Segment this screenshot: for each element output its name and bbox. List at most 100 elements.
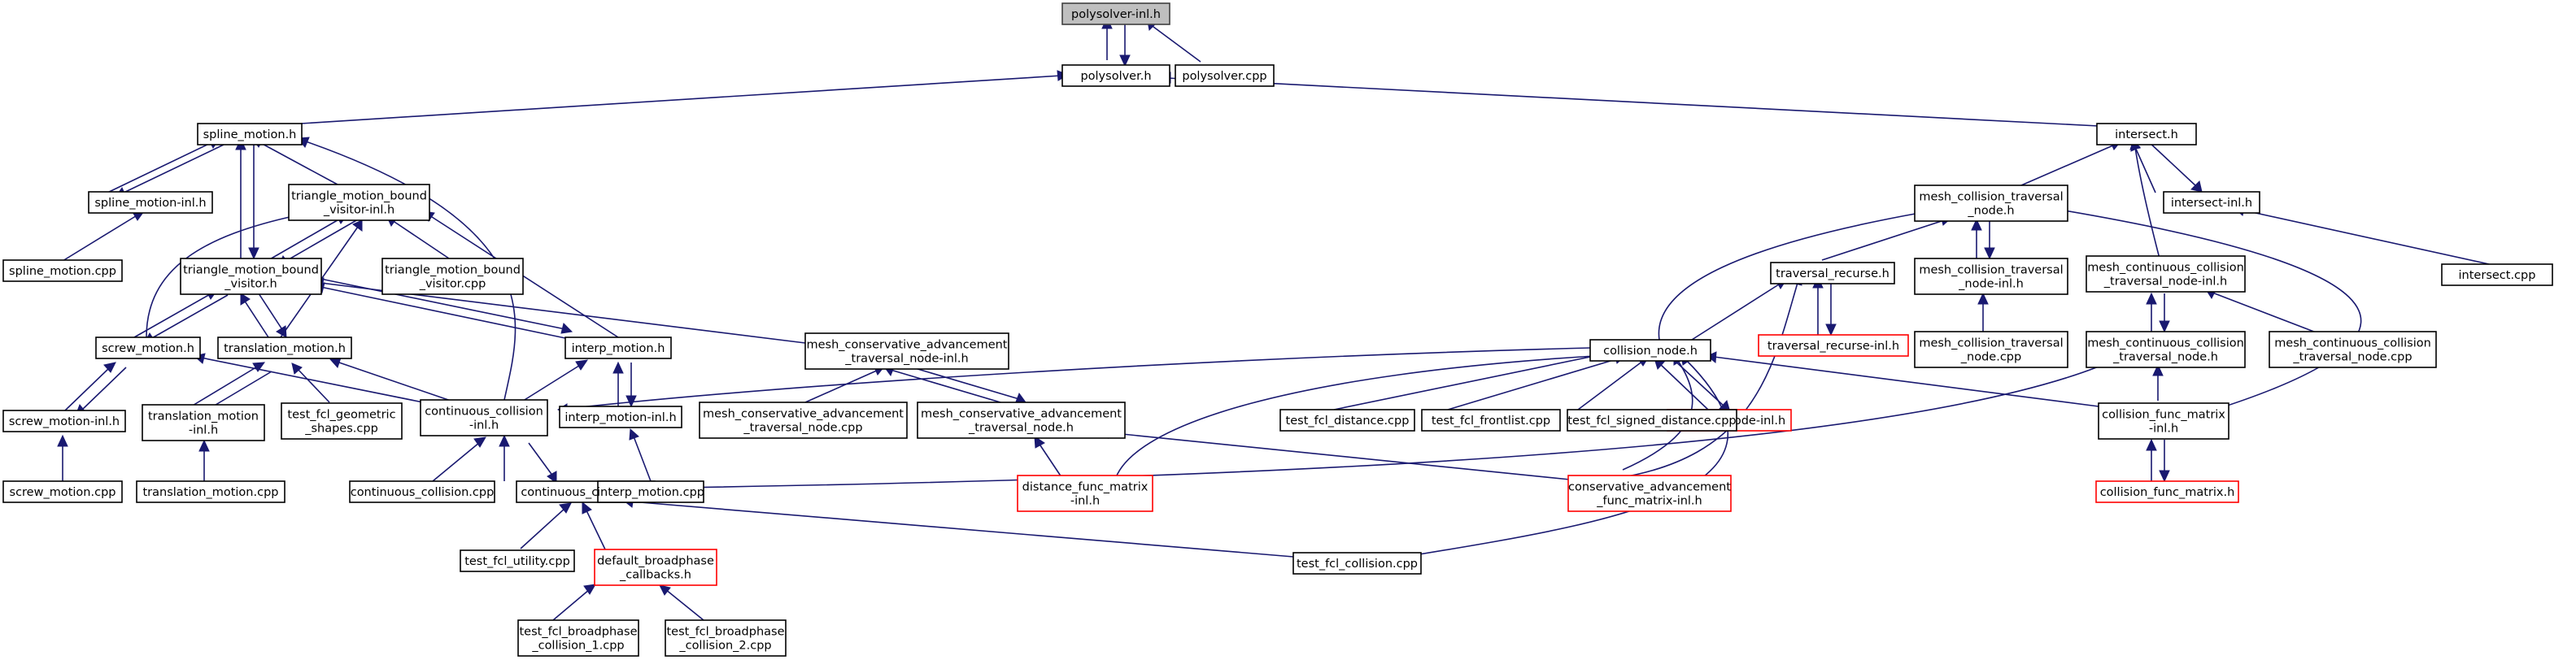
node-intersect-inl-h[interactable]: intersect-inl.h	[2163, 191, 2260, 214]
node-triangle-motion-bound-visitor-inl-h[interactable]: triangle_motion_bound_visitor-inl.h	[288, 184, 430, 221]
edge-spline-cpp-to-spline-inl	[62, 211, 146, 262]
node-label: polysolver-inl.h	[1071, 8, 1161, 21]
node-box	[665, 619, 787, 657]
edge-util-to-cc	[520, 502, 572, 549]
edge-tmbv-to-spline	[235, 137, 246, 258]
edge-tmbv-to-screw	[144, 294, 229, 343]
edge-sd-to-cn	[1577, 356, 1650, 410]
node-spline-motion-cpp[interactable]: spline_motion.cpp	[2, 259, 123, 282]
edge-isect-cpp-to-isect-inl	[2234, 204, 2490, 265]
node-label: triangle_motion_bound	[385, 264, 521, 277]
node-box	[281, 402, 403, 440]
node-test-fcl-signed-distance-cpp[interactable]: test_fcl_signed_distance.cpp	[1567, 409, 1737, 432]
node-polysolver-inl-h[interactable]: polysolver-inl.h	[1061, 2, 1170, 25]
node-intersect-h[interactable]: intersect.h	[2096, 123, 2197, 145]
node-translation-motion-cpp[interactable]: translation_motion.cpp	[136, 480, 285, 503]
node-polysolver-h[interactable]: polysolver.h	[1061, 64, 1170, 87]
node-mesh-continuous-collision-traversal-node-h[interactable]: mesh_continuous_collision_traversal_node…	[2086, 331, 2246, 368]
node-interp-motion-h[interactable]: interp_motion.h	[564, 337, 672, 359]
edge-mcctn-to-mcctn-inl	[2146, 292, 2157, 332]
node-continuous-collision-cpp[interactable]: continuous_collision.cpp	[349, 480, 495, 503]
node-label: interp_motion-inl.h	[564, 411, 676, 424]
node-test-fcl-broadphase-collision-2-cpp[interactable]: test_fcl_broadphase_collision_2.cpp	[665, 619, 787, 657]
node-spline-motion-inl-h[interactable]: spline_motion-inl.h	[88, 191, 213, 214]
node-label: _node.cpp	[1960, 351, 2021, 364]
node-collision-func-matrix-inl-h[interactable]: collision_func_matrix-inl.h	[2098, 402, 2229, 440]
node-label: _node-inl.h	[1958, 278, 2024, 291]
node-traversal-recurse-h[interactable]: traversal_recurse.h	[1770, 262, 1895, 284]
node-test-fcl-collision-cpp[interactable]: test_fcl_collision.cpp	[1292, 552, 1422, 575]
node-box	[559, 406, 682, 428]
node-label: -inl.h	[2149, 423, 2178, 436]
node-label: collision_func_matrix	[2102, 409, 2225, 422]
node-default-broadphase-callbacks-h[interactable]: default_broadphase_callbacks.h	[594, 549, 717, 586]
node-box	[1175, 64, 1275, 87]
node-label: mesh_collision_traversal	[1919, 337, 2063, 350]
edge-cc-inl-to-screw	[193, 353, 444, 407]
node-triangle-motion-bound-visitor-cpp[interactable]: triangle_motion_bound_visitor.cpp	[381, 258, 524, 295]
node-label: _traversal_node.h	[2112, 351, 2218, 364]
node-test-fcl-frontlist-cpp[interactable]: test_fcl_frontlist.cpp	[1421, 409, 1561, 432]
node-triangle-motion-bound-visitor-h[interactable]: triangle_motion_bound_visitor.h	[180, 258, 322, 295]
node-mesh-conservative-advancement-traversal-node-inl-h[interactable]: mesh_conservative_advancement_traversal_…	[804, 332, 1009, 370]
node-test-fcl-geometric-shapes-cpp[interactable]: test_fcl_geometric_shapes.cpp	[281, 402, 403, 440]
node-label: test_fcl_distance.cpp	[1286, 415, 1410, 428]
edge-cc-inl-to-cc	[528, 442, 557, 484]
node-box	[1567, 409, 1737, 432]
node-label: _visitor-inl.h	[323, 204, 394, 217]
node-mesh-conservative-advancement-traversal-node-h[interactable]: mesh_conservative_advancement_traversal_…	[917, 402, 1126, 439]
node-box	[142, 404, 265, 441]
node-box	[88, 191, 213, 214]
node-continuous-collision-inl-h[interactable]: continuous_collision-inl.h	[420, 399, 548, 436]
node-distance-func-matrix-inl-h[interactable]: distance_func_matrix-inl.h	[1017, 475, 1153, 512]
node-box	[180, 258, 322, 295]
node-translation-motion-inl-h[interactable]: translation_motion-inl.h	[142, 404, 265, 441]
node-box	[197, 123, 303, 145]
node-intersect-cpp[interactable]: intersect.cpp	[2441, 263, 2553, 286]
node-label: mesh_continuous_collision	[2274, 337, 2431, 350]
edge-bp1-to-dbc	[552, 584, 596, 621]
node-mesh-collision-traversal-node-h[interactable]: mesh_collision_traversal_node.h	[1914, 185, 2068, 222]
node-label: mesh_conservative_advancement	[806, 339, 1007, 352]
node-mesh-conservative-advancement-traversal-node-cpp[interactable]: mesh_conservative_advancement_traversal_…	[699, 402, 908, 439]
node-label: default_broadphase	[597, 555, 714, 568]
edge-tmbv-to-tmbv-inl	[268, 214, 348, 261]
edge-mctn-inl-to-mctn	[1971, 218, 1982, 258]
edge-screw-to-tmbv	[133, 289, 218, 338]
node-screw-motion-cpp[interactable]: screw_motion.cpp	[2, 480, 123, 503]
edge-interp-inl-to-interp	[612, 361, 624, 406]
node-screw-motion-h[interactable]: screw_motion.h	[95, 337, 201, 359]
node-traversal-recurse-inl-h[interactable]: traversal_recurse-inl.h	[1758, 334, 1909, 357]
node-label: _node.h	[1967, 205, 2014, 218]
edge-trans-cpp-to-trans-inl	[198, 439, 210, 481]
node-collision-node-h[interactable]: collision_node.h	[1589, 339, 1711, 362]
node-conservative-advancement-func-matrix-inl-h[interactable]: conservative_advancement_func_matrix-inl…	[1567, 475, 1732, 512]
node-test-fcl-broadphase-collision-1-cpp[interactable]: test_fcl_broadphase_collision_1.cpp	[517, 619, 639, 657]
node-label: -inl.h	[189, 424, 218, 437]
node-interp-motion-cpp[interactable]: interp_motion.cpp	[597, 480, 704, 503]
node-label: translation_motion	[148, 410, 259, 423]
node-mesh-continuous-collision-traversal-node-cpp[interactable]: mesh_continuous_collision_traversal_node…	[2269, 331, 2437, 368]
node-interp-motion-inl-h[interactable]: interp_motion-inl.h	[559, 406, 682, 428]
node-mesh-continuous-collision-traversal-node-inl-h[interactable]: mesh_continuous_collision_traversal_node…	[2086, 255, 2246, 293]
node-collision-func-matrix-h[interactable]: collision_func_matrix.h	[2095, 480, 2239, 503]
edge-spline-to-polysolver	[300, 70, 1070, 124]
node-spline-motion-h[interactable]: spline_motion.h	[197, 123, 303, 145]
node-polysolver-cpp[interactable]: polysolver.cpp	[1175, 64, 1275, 87]
node-translation-motion-h[interactable]: translation_motion.h	[217, 337, 352, 359]
node-label: _traversal_node.cpp	[743, 422, 862, 435]
node-test-fcl-distance-cpp[interactable]: test_fcl_distance.cpp	[1279, 409, 1415, 432]
node-mesh-collision-traversal-node-inl-h[interactable]: mesh_collision_traversal_node-inl.h	[1914, 258, 2068, 295]
node-label: -inl.h	[1070, 495, 1100, 508]
node-label: _traversal_node.cpp	[2292, 351, 2412, 364]
node-label: intersect.cpp	[2459, 269, 2536, 282]
edge-cfm-inl-to-mcctn	[2152, 363, 2164, 401]
node-screw-motion-inl-h[interactable]: screw_motion-inl.h	[2, 410, 126, 432]
node-label: spline_motion.cpp	[9, 265, 116, 278]
node-test-fcl-utility-cpp[interactable]: test_fcl_utility.cpp	[460, 549, 575, 572]
edge-bp2-to-dbc	[659, 584, 704, 621]
node-label: test_fcl_signed_distance.cpp	[1567, 415, 1736, 428]
node-mesh-collision-traversal-node-cpp[interactable]: mesh_collision_traversal_node.cpp	[1914, 331, 2068, 368]
